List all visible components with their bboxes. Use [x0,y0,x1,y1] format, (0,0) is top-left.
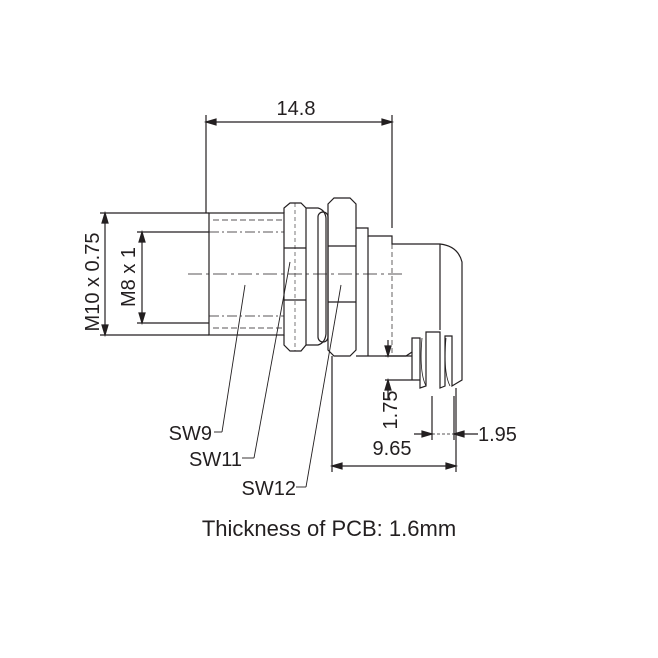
pin-to-body-label: 9.65 [373,438,412,460]
rear-housing [356,227,463,389]
leader-lines [214,261,342,488]
dim-outer-thread [100,210,209,338]
dim-overall-length [203,115,395,228]
dim-pin-pitch [414,396,478,440]
inner-thread-label: M8 x 1 [118,247,140,307]
connector-body [188,197,463,389]
washer [306,207,329,346]
pin-pitch-label: 1.95 [478,424,517,446]
hex-flange-sw12 [327,197,357,357]
hex-nut-sw11 [283,202,307,352]
overall-length-label: 14.8 [277,98,316,120]
outer-thread-label: M10 x 0.75 [82,233,104,332]
dim-pin-offset [384,340,420,400]
pin-offset-label: 1.75 [380,391,402,430]
pcb-thickness-caption: Thickness of PCB: 1.6mm [201,516,457,541]
sw12-label: SW12 [242,478,296,500]
sw9-label: SW9 [169,423,212,445]
dim-inner-thread [137,229,209,326]
dim-pin-to-body [329,356,459,472]
sw11-label: SW11 [189,449,242,471]
